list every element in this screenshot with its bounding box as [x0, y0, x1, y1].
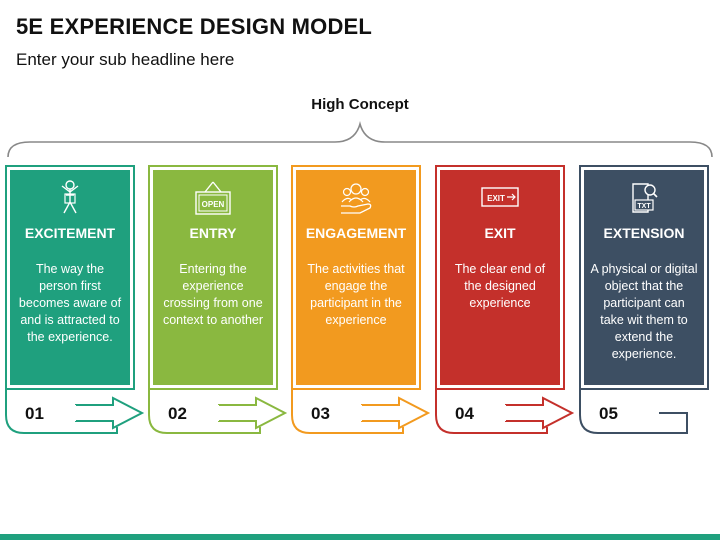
step-excitement: EXCITEMENT The way the person first beco… — [5, 165, 145, 437]
step-number: 05 — [599, 404, 618, 423]
step-description: The activities that engage the participa… — [307, 262, 405, 327]
person-cheering-icon — [10, 180, 130, 216]
high-concept-brace — [7, 121, 713, 158]
step-heading: EXTENSION — [603, 225, 685, 241]
page-subtitle: Enter your sub headline here — [16, 50, 235, 69]
step-engagement: ENGAGEMENT The activities that engage th… — [291, 165, 431, 437]
group-hand-icon — [296, 180, 416, 216]
step-number-arrow — [435, 390, 575, 434]
step-heading: EXIT — [484, 225, 516, 241]
step-heading: EXCITEMENT — [24, 225, 116, 241]
step-number-arrow — [5, 390, 145, 434]
step-extension: TXT EXTENSION A physical or digital obje… — [579, 165, 709, 437]
step-heading: ENGAGEMENT — [305, 225, 407, 241]
document-search-icon: TXT — [584, 180, 704, 216]
step-description: A physical or digital object that the pa… — [590, 262, 698, 361]
step-number-arrow — [291, 390, 431, 434]
step-description: The way the person first becomes aware o… — [18, 262, 122, 344]
step-end-connector — [579, 390, 688, 434]
open-sign-text: OPEN — [202, 200, 225, 209]
step-number: 02 — [168, 404, 187, 423]
exit-sign-text: EXIT — [487, 194, 505, 203]
step-exit: EXIT EXIT The clear end of the designed … — [435, 165, 575, 437]
step-entry: OPEN ENTRY Entering the experience cross… — [148, 165, 288, 437]
step-card: OPEN ENTRY Entering the experience cross… — [148, 165, 278, 390]
bottom-accent-bar — [0, 534, 720, 540]
txt-label: TXT — [637, 203, 651, 210]
step-card: EXIT EXIT The clear end of the designed … — [435, 165, 565, 390]
exit-sign-icon: EXIT — [440, 180, 560, 216]
step-card: TXT EXTENSION A physical or digital obje… — [579, 165, 709, 390]
step-number-arrow — [148, 390, 288, 434]
open-sign-icon: OPEN — [153, 180, 273, 216]
step-number: 01 — [25, 404, 44, 423]
step-card: EXCITEMENT The way the person first beco… — [5, 165, 135, 390]
page-title: 5E EXPERIENCE DESIGN MODEL — [16, 14, 373, 39]
step-number: 03 — [311, 404, 330, 423]
step-number: 04 — [455, 404, 474, 423]
step-description: The clear end of the designed experience — [454, 262, 546, 310]
step-description: Entering the experience crossing from on… — [162, 262, 264, 327]
step-heading: ENTRY — [189, 225, 237, 241]
high-concept-label: High Concept — [311, 96, 409, 113]
step-card: ENGAGEMENT The activities that engage th… — [291, 165, 421, 390]
